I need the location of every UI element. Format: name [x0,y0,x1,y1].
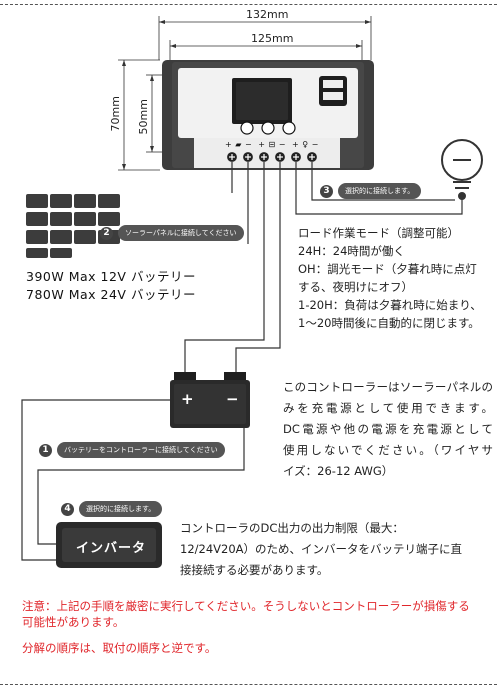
usage-note-line-2: みを充電源として使用できます。 [283,401,493,415]
load-mode-line-1: 24H：24時間が働く [298,244,405,258]
load-mode-line-3: する、夜明けにオフ） [298,280,413,294]
inverter-note-line-2: 12/24V20A）のため、インバータをバッテリ端子に直 [180,542,463,556]
warning-line-1: 注意：上記の手順を厳密に実行してください。そうしないとコントローラーが損傷する [22,599,470,613]
step-2-badge: 2 ソーラーパネルに接続してください [100,225,244,241]
battery-drawing [170,372,250,428]
load-mode-title: ロード作業モード（調整可能） [298,226,459,240]
battery-spec-12v: 390W Max 12V バッテリー [26,269,196,284]
step-3-badge: 3 選択的に接続します。 [320,183,422,199]
usage-note-line-5: イズ：26-12 AWG） [283,464,394,478]
load-mode-block: ロード作業モード（調整可能） 24H：24時間が働く OH：調光モード（夕暮れ時… [298,224,493,332]
dimension-width-125: 125mm [251,32,294,45]
usage-note-line-1: このコントローラーはソーラーパネルの [283,380,493,394]
top-dashed-border [0,4,497,5]
inverter-drawing [56,522,162,568]
load-mode-line-2: OH：調光モード（夕暮れ時に点灯 [298,262,477,276]
step-1-badge: 1 バッテリーをコントローラーに接続してください [39,442,225,458]
inverter-label: インバータ [76,541,147,556]
step-2-number: 2 [100,226,113,240]
step-1-label: バッテリーをコントローラーに接続してください [57,442,225,458]
inverter-note-line-3: 接接続する必要があります。 [180,563,329,577]
usage-note-line-4: 使用しないでください。（ワイヤサ [283,443,493,457]
step-4-number: 4 [61,502,74,516]
step-3-number: 3 [320,184,333,198]
step-4-badge: 4 選択的に接続します。 [61,501,163,517]
step-2-label: ソーラーパネルに接続してください [118,225,244,241]
usage-note-block: このコントローラーはソーラーパネルの みを充電源として使用できます。 DC電源や… [283,377,493,482]
solar-charge-controller [162,60,374,170]
step-4-label: 選択的に接続します。 [79,501,163,517]
usage-note-line-3: DC電源や他の電源を充電源として [283,422,493,436]
load-mode-line-4: 1-20H：負荷は夕暮れ時に始まり、 [298,298,482,312]
step-1-number: 1 [39,443,52,457]
load-mode-line-5: 1～20時間後に自動的に閉じます。 [298,316,480,330]
dimension-height-50: 50mm [137,99,150,135]
inverter-note-line-1: コントローラのDC出力の出力制限（最大： [180,521,404,535]
battery-minus: − [226,390,239,408]
step-3-label: 選択的に接続します。 [338,183,422,199]
battery-plus: + [181,390,194,408]
bottom-dashed-border [0,684,497,685]
inverter-note-block: コントローラのDC出力の出力制限（最大： 12/24V20A）のため、インバータ… [180,518,490,581]
dimension-height-70: 70mm [109,96,122,132]
dimension-lines [118,16,372,171]
battery-spec-24v: 780W Max 24V バッテリー [26,287,196,302]
disassembly-note: 分解の順序は、取付の順序と逆です。 [22,641,217,655]
terminal-symbols: + ▰ − + ⊟ − + ♀ − [225,140,319,149]
light-bulb-icon [441,139,483,200]
dimension-width-132: 132mm [246,8,289,21]
warning-line-2: 可能性があります。 [22,615,125,629]
